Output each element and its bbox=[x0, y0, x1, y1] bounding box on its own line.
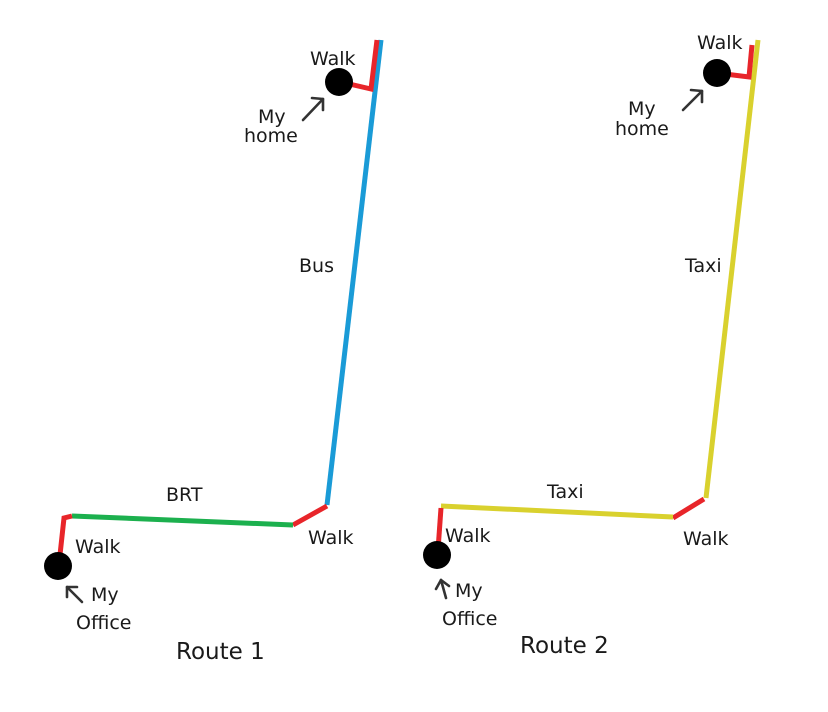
route-2-home-label-line2: home bbox=[615, 118, 669, 140]
route-2-home-marker bbox=[703, 59, 731, 87]
route-2-title: Route 2 bbox=[520, 633, 609, 659]
route-2-office-arrow-icon bbox=[434, 578, 451, 600]
route-1-office-label-line1: My bbox=[91, 584, 119, 606]
route-2-office-marker bbox=[423, 541, 451, 569]
route-1-bus-segment bbox=[324, 39, 384, 506]
route-1-walk-home-segment bbox=[344, 39, 380, 93]
route-1-office-label-line2: Office bbox=[76, 612, 131, 634]
route-2-office-label-line1: My bbox=[455, 580, 483, 602]
route-1-walk-home-label: Walk bbox=[310, 48, 356, 70]
route-1-walk-office-label: Walk bbox=[75, 536, 121, 558]
route-1-brt-segment bbox=[71, 513, 294, 528]
route-1-title: Route 1 bbox=[176, 639, 265, 665]
route-2-walk-office-label: Walk bbox=[445, 525, 491, 547]
route-1-home-label-line1: My bbox=[258, 106, 286, 128]
route-1-office-marker bbox=[44, 552, 72, 580]
route-2-office-label-line2: Office bbox=[442, 608, 497, 630]
route-1: Walk My home Bus BRT Walk Walk My Office… bbox=[44, 39, 384, 665]
route-1-home-label-line2: home bbox=[244, 125, 298, 147]
route-2-home-arrow-icon bbox=[681, 88, 704, 112]
route-1-walk-transfer-label: Walk bbox=[308, 527, 354, 549]
route-1-home-marker bbox=[325, 68, 353, 96]
route-2-walk-transfer-label: Walk bbox=[683, 528, 729, 550]
route-1-home-arrow-icon bbox=[301, 96, 325, 122]
route-2-taxi-upper-label: Taxi bbox=[684, 255, 722, 277]
route-1-walk-transfer-segment bbox=[291, 503, 329, 528]
route-2-taxi-lower-label: Taxi bbox=[546, 481, 584, 503]
route-2-home-label-line1: My bbox=[628, 98, 656, 120]
route-2-walk-home-label: Walk bbox=[697, 32, 743, 54]
route-1-bus-label: Bus bbox=[299, 255, 334, 277]
route-2-walk-transfer-segment bbox=[671, 496, 706, 521]
route-2-taxi-upper-segment bbox=[703, 39, 761, 499]
route-1-brt-label: BRT bbox=[166, 484, 203, 506]
route-2-taxi-lower-segment bbox=[440, 503, 674, 520]
route-1-office-arrow-icon bbox=[65, 585, 84, 604]
route-2-walk-home-segment bbox=[724, 44, 755, 80]
route-2: Walk My home Taxi Taxi Walk Walk My Offi… bbox=[423, 32, 761, 659]
route-1-walk-office-segment bbox=[56, 513, 73, 565]
